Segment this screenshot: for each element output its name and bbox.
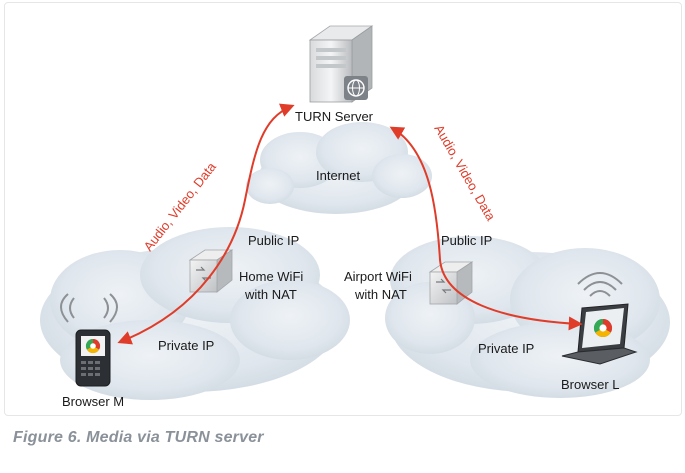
internet-label: Internet — [316, 168, 360, 183]
public-ip-right-label: Public IP — [441, 233, 492, 248]
airport-wifi-label: Airport WiFi — [344, 269, 412, 284]
signal-icon — [60, 293, 118, 323]
turn-diagram: TURN Server Internet Public IP Public IP… — [40, 25, 670, 409]
right-flow-arrow — [389, 126, 583, 331]
browser-m-label: Browser M — [62, 394, 124, 409]
home-wifi-nat-label: with NAT — [244, 287, 297, 302]
private-ip-right-label: Private IP — [478, 341, 534, 356]
airport-wifi-nat-label: with NAT — [354, 287, 407, 302]
browser-l-label: Browser L — [561, 377, 620, 392]
figure-caption: Figure 6. Media via TURN server — [13, 429, 264, 446]
right-flow-label: Audio, Video, Data — [431, 122, 498, 224]
home-wifi-label: Home WiFi — [239, 269, 303, 284]
server-label: TURN Server — [295, 109, 374, 124]
private-ip-left-label: Private IP — [158, 338, 214, 353]
public-ip-left-label: Public IP — [248, 233, 299, 248]
phone-icon — [75, 329, 111, 387]
laptop-icon — [561, 303, 638, 365]
left-flow-arrow — [117, 103, 295, 345]
globe-icon — [344, 76, 368, 100]
